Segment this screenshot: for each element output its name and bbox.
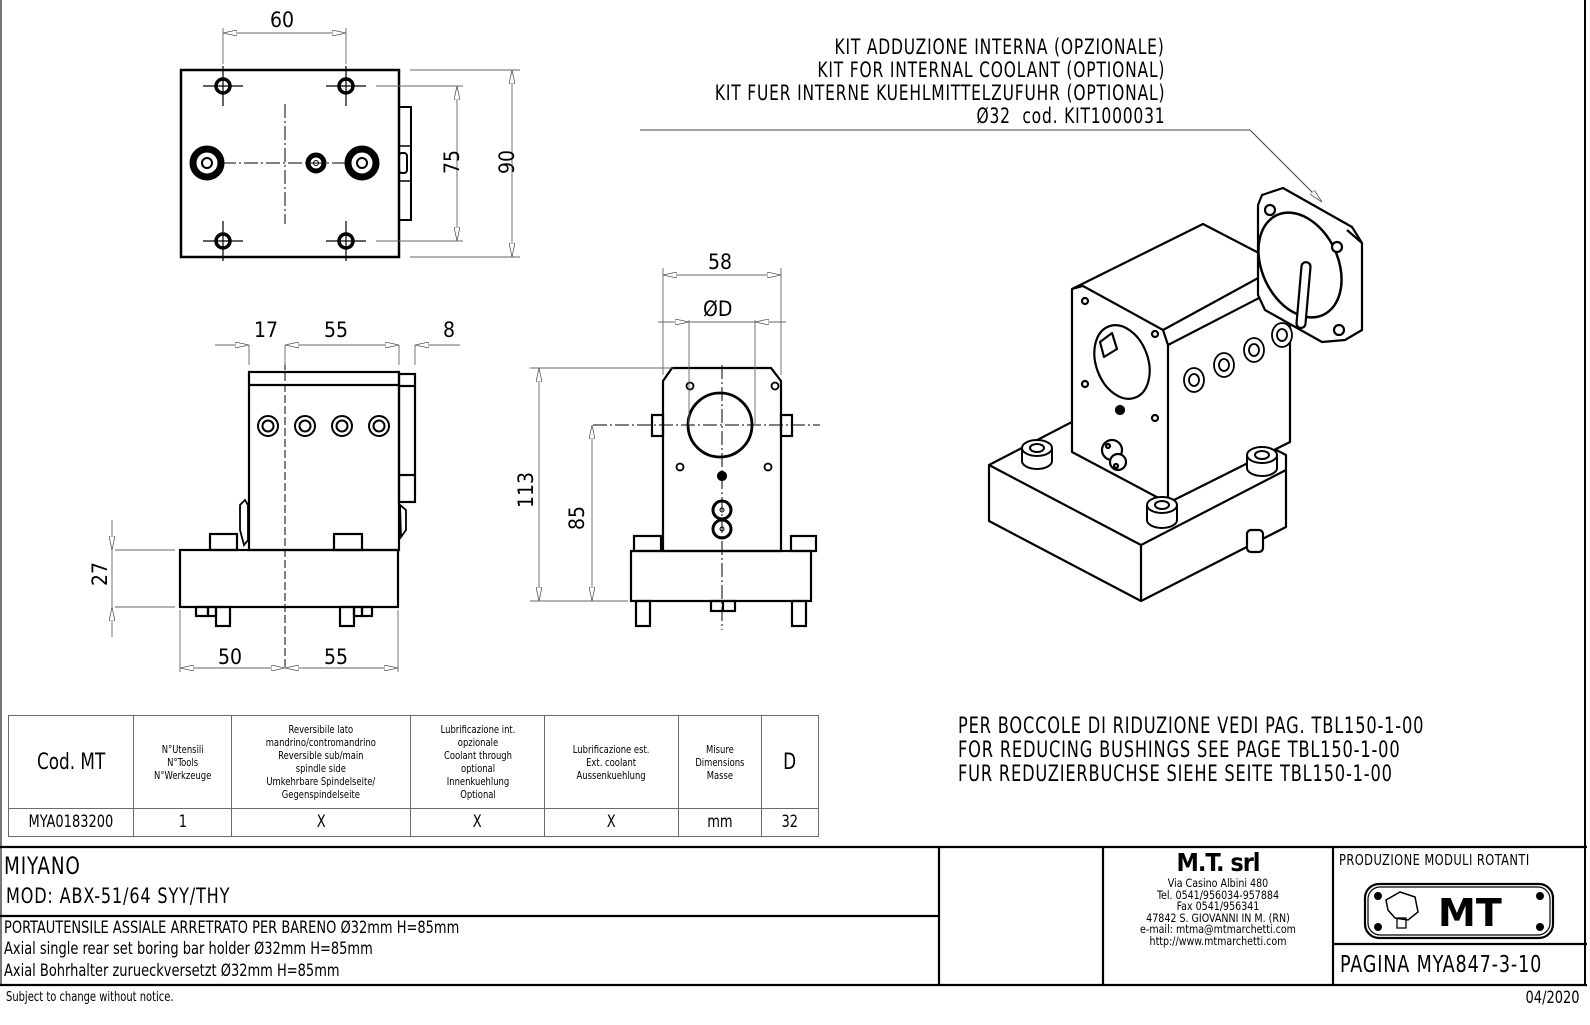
company-fax: Fax 0541/956341 [1176, 899, 1260, 913]
top-view [179, 66, 412, 261]
mt-logo: MT [1363, 882, 1555, 940]
bushing-note-line-de: FUR REDUZIERBUCHSE SIEHE SEITE TBL150-1-… [958, 762, 1393, 787]
side-view [178, 362, 417, 670]
revision-date: 04/2020 [1525, 988, 1580, 1008]
cell-d: 32 [761, 808, 819, 837]
cell-reversible: X [231, 808, 411, 837]
table-row: MYA0183200 1 X X X mm 32 [8, 808, 819, 837]
header-tools: N°Utensili N°Tools N°Werkzeuge [133, 715, 232, 809]
top-view-dimensions [222, 28, 520, 258]
header-d: D [761, 715, 819, 809]
description-de: Axial Bohrhalter zurueckversetzt Ø32mm H… [4, 961, 340, 981]
page-number: PAGINA MYA847-3-10 [1340, 952, 1543, 978]
cell-internal-coolant: X [410, 808, 545, 837]
dim-58: 58 [708, 250, 733, 274]
company-address: Via Casino Albini 480 [1167, 876, 1269, 890]
company-email[interactable]: e-mail: mtma@mtmarchetti.com [1140, 922, 1296, 936]
side-view-dimensions [112, 345, 460, 672]
kit-note-line-en: KIT FOR INTERNAL COOLANT (OPTIONAL) [817, 58, 1165, 82]
machine-name: MIYANO [4, 852, 81, 880]
cell-external-coolant: X [544, 808, 679, 837]
company-name: M.T. srl [1176, 848, 1260, 877]
dim-55-bottom: 55 [324, 645, 349, 669]
division-label: PRODUZIONE MODULI ROTANTI [1339, 851, 1530, 869]
front-view [593, 365, 820, 630]
bushing-note-line-en: FOR REDUCING BUSHINGS SEE PAGE TBL150-1-… [958, 738, 1401, 763]
kit-note-code: Ø32 cod. KIT1000031 [976, 104, 1165, 128]
company-website[interactable]: http://www.mtmarchetti.com [1149, 933, 1287, 948]
front-view-dimensions [530, 268, 786, 602]
kit-note-line-de: KIT FUER INTERNE KUEHLMITTELZUFUHR (OPTI… [714, 81, 1165, 105]
header-external-coolant: Lubrificazione est. Ext. coolant Aussenk… [544, 715, 679, 809]
header-reversible: Reversibile lato mandrino/contromandrino… [231, 715, 411, 809]
header-internal-coolant: Lubrificazione int. opzionale Coolant th… [410, 715, 545, 809]
company-city: 47842 S. GIOVANNI IN M. (RN) [1146, 910, 1290, 925]
machine-model: MOD: ABX-51/64 SYY/THY [6, 884, 231, 908]
dim-60: 60 [270, 8, 295, 32]
dim-17: 17 [254, 318, 279, 342]
isometric-view [987, 186, 1364, 603]
spec-table: Cod. MT N°Utensili N°Tools N°Werkzeuge R… [8, 715, 819, 837]
disclaimer: Subject to change without notice. [6, 990, 174, 1005]
dim-8: 8 [443, 318, 456, 342]
cell-code: MYA0183200 [8, 808, 134, 837]
logo-text: MT [1438, 891, 1502, 935]
company-info: M.T. srl Via Casino Albini 480 Tel. 0541… [1103, 848, 1333, 947]
bushing-note-line-it: PER BOCCOLE DI RIDUZIONE VEDI PAG. TBL15… [958, 714, 1425, 739]
description-en: Axial single rear set boring bar holder … [4, 939, 373, 959]
header-cod-mt: Cod. MT [8, 715, 134, 809]
company-tel: Tel. 0541/956034-957884 [1156, 887, 1280, 902]
header-dimensions: Misure Dimensions Masse [678, 715, 762, 809]
kit-note-line-it: KIT ADDUZIONE INTERNA (OPZIONALE) [834, 35, 1165, 59]
spec-table-header: Cod. MT N°Utensili N°Tools N°Werkzeuge R… [8, 715, 819, 809]
kit-leader-line [640, 129, 1323, 203]
dim-bore-diameter: ØD [703, 297, 733, 321]
description-it: PORTAUTENSILE ASSIALE ARRETRATO PER BARE… [4, 918, 460, 938]
cell-tools: 1 [133, 808, 232, 837]
dim-55-top: 55 [324, 318, 349, 342]
dim-50: 50 [218, 645, 243, 669]
